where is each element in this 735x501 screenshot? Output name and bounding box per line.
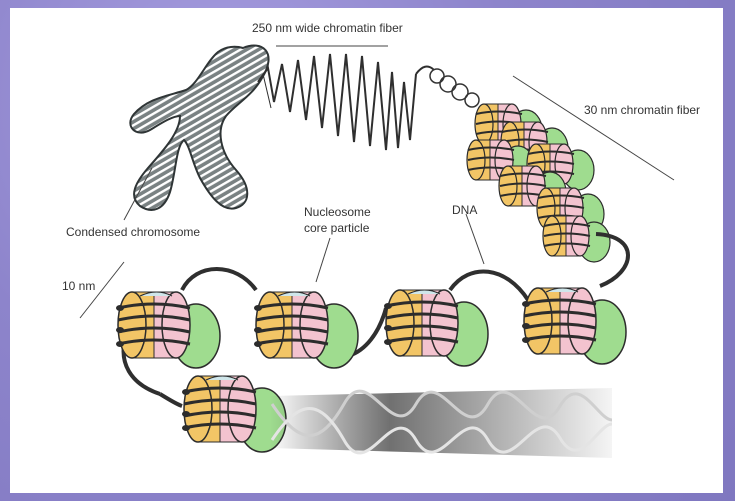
nucleosome-2 [252, 290, 360, 370]
label-dna: DNA [452, 203, 477, 217]
label-250nm-fiber: 250 nm wide chromatin fiber [252, 21, 403, 35]
fiber-30nm [466, 103, 611, 263]
fiber-250nm [257, 53, 435, 151]
label-nucleosome-line1: Nucleosome [304, 205, 371, 219]
label-condensed-chromosome: Condensed chromosome [66, 225, 200, 239]
condensed-chromosome [129, 44, 270, 211]
nucleosome-4 [520, 286, 628, 366]
leader-lines [79, 45, 675, 319]
coil-loops [429, 68, 480, 108]
label-10nm: 10 nm [62, 279, 95, 293]
dna-double-helix [270, 388, 613, 458]
label-nucleosome-line2: core particle [304, 221, 370, 235]
nucleosome-1 [114, 290, 222, 370]
label-30nm-fiber: 30 nm chromatin fiber [584, 103, 700, 117]
nucleosome-3 [382, 288, 490, 368]
